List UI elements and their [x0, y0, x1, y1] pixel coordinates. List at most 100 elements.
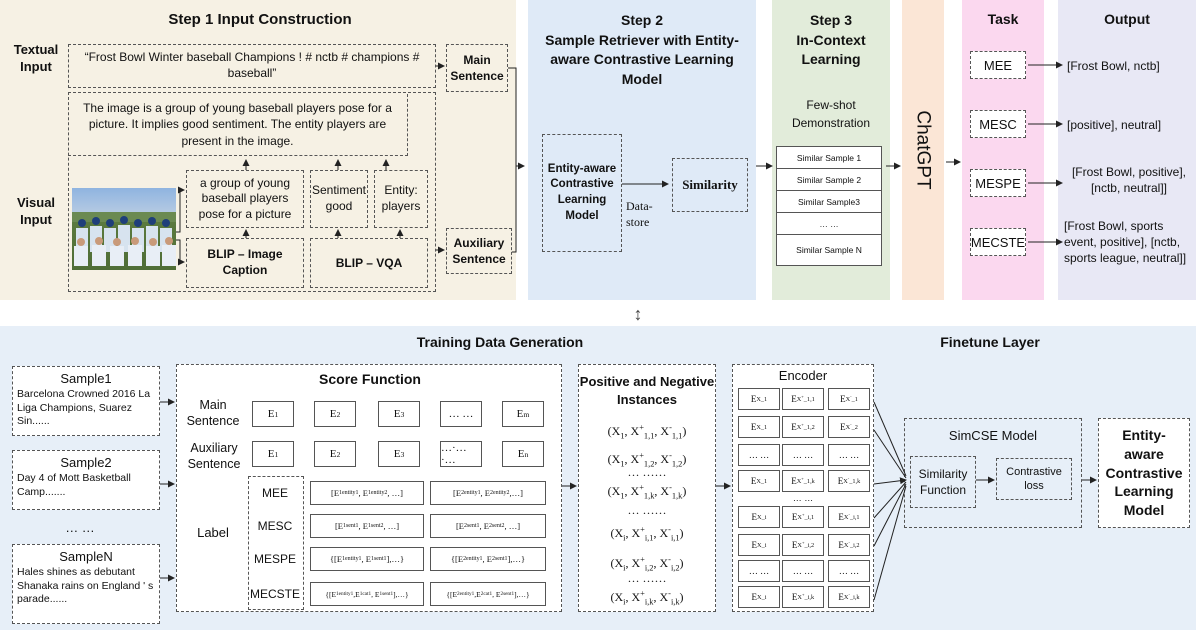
- pn-item: (Xi, X+i,2, X-i,2): [610, 555, 684, 573]
- step2-panel: [528, 0, 756, 300]
- visual-input-label: Visual Input: [16, 195, 56, 227]
- encoder-title: Encoder: [778, 368, 828, 383]
- pn-ellipsis: … ……: [627, 503, 667, 517]
- score-main-label: Main Sentence: [186, 398, 240, 429]
- encoder-mid-ellipsis: … …: [792, 493, 814, 503]
- pn-ellipsis: … ……: [627, 465, 667, 479]
- sample-text: Barcelona Crowned 2016 La Liga Champions…: [17, 388, 151, 428]
- visual-input-box: [68, 92, 436, 292]
- similarity-function-box: Similarity Function: [910, 456, 976, 508]
- similar-sample: … …: [777, 213, 881, 235]
- auxiliary-sentence-box: Auxiliary Sentence: [446, 228, 512, 274]
- entity-output-box: Entity: players: [374, 170, 428, 228]
- similar-sample: Similar Sample 2: [777, 169, 881, 191]
- encoder-cell: … …: [782, 560, 824, 582]
- sample-title: Sample1: [60, 371, 112, 386]
- output-mee: [Frost Bowl, nctb]: [1067, 59, 1160, 73]
- task-mecste: MECSTE: [970, 228, 1026, 256]
- output-title: Output: [1104, 11, 1150, 27]
- similarity-box: Similarity: [672, 158, 748, 212]
- contrastive-loss-box: Contrastive loss: [996, 458, 1072, 500]
- vertical-connector-icon: ↕: [633, 303, 643, 324]
- baseball-team-image: [72, 188, 176, 270]
- sample-box: SampleN Hales shines as debutant Shanaka…: [12, 544, 160, 624]
- score-task-mee: MEE: [261, 486, 288, 500]
- embedding-cell: …·…·…: [440, 441, 482, 467]
- blip-vqa-box: BLIP – VQA: [310, 238, 428, 288]
- task-mespe: MESPE: [970, 169, 1026, 197]
- encoder-cell: … …: [828, 444, 870, 466]
- step2-title: Step 2 Sample Retriever with Entity-awar…: [545, 12, 739, 87]
- output-panel: [1058, 0, 1196, 300]
- model-box: Entity-aware Contrastive Learning Model: [542, 134, 622, 252]
- textual-input-box: [68, 44, 436, 88]
- simcse-title: SimCSE Model: [948, 428, 1038, 443]
- pn-item: (Xi, X+i,1, X-i,1): [610, 525, 684, 543]
- output-mecste: [Frost Bowl, sports event, positive], [n…: [1064, 219, 1187, 266]
- few-shot-label: Few-shot Demonstration: [791, 98, 871, 130]
- textual-input-text: “Frost Bowl Winter baseball Champions ! …: [84, 50, 420, 80]
- score-label-label: Label: [197, 525, 229, 540]
- task-mee: MEE: [970, 51, 1026, 79]
- task-title: Task: [987, 11, 1019, 27]
- sample-box: Sample2 Day 4 of Mott Basketball Camp...…: [12, 450, 160, 510]
- score-task-mecste: MECSTE: [250, 587, 301, 601]
- finetune-title: Finetune Layer: [940, 334, 1040, 350]
- step1-title: Step 1 Input Construction: [168, 11, 352, 28]
- encoder-cell: … …: [738, 560, 780, 582]
- similar-sample: Similar Sample 1: [777, 147, 881, 169]
- main-sentence-box: Main Sentence: [446, 44, 508, 92]
- chatgpt-panel: [902, 0, 944, 300]
- embedding-cell: … …: [440, 401, 482, 427]
- task-labels-box: [248, 476, 304, 610]
- sample-text: Hales shines as debutant Shanaka rains o…: [17, 566, 154, 606]
- datastore-label: Data- store: [626, 199, 653, 230]
- samples-stack: Similar Sample 1 Similar Sample 2 Simila…: [776, 146, 882, 266]
- samples-ellipsis: … …: [65, 520, 95, 535]
- final-model-box: Entity-aware Contrastive Learning Model: [1098, 418, 1190, 528]
- score-task-mespe: MESPE: [253, 552, 296, 566]
- pn-title: Positive and Negative Instances: [579, 374, 715, 408]
- sample-box: Sample1 Barcelona Crowned 2016 La Liga C…: [12, 366, 160, 436]
- pn-item: (X1, X+1,1, X-1,1): [607, 423, 687, 441]
- description-box: The image is a group of young baseball p…: [68, 94, 408, 156]
- similar-sample: Similar Sample N: [796, 245, 862, 255]
- sample-title: SampleN: [59, 549, 113, 564]
- pn-item: (Xi, X+i,k, X-i,k): [610, 589, 684, 607]
- similar-sample: Similar Sample3: [777, 191, 881, 213]
- encoder-cell: … …: [738, 444, 780, 466]
- task-mesc: MESC: [970, 110, 1026, 138]
- training-title: Training Data Generation: [416, 334, 584, 350]
- step3-title: Step 3 In-Context Learning: [796, 12, 866, 68]
- chatgpt-label: ChatGPT: [902, 80, 944, 220]
